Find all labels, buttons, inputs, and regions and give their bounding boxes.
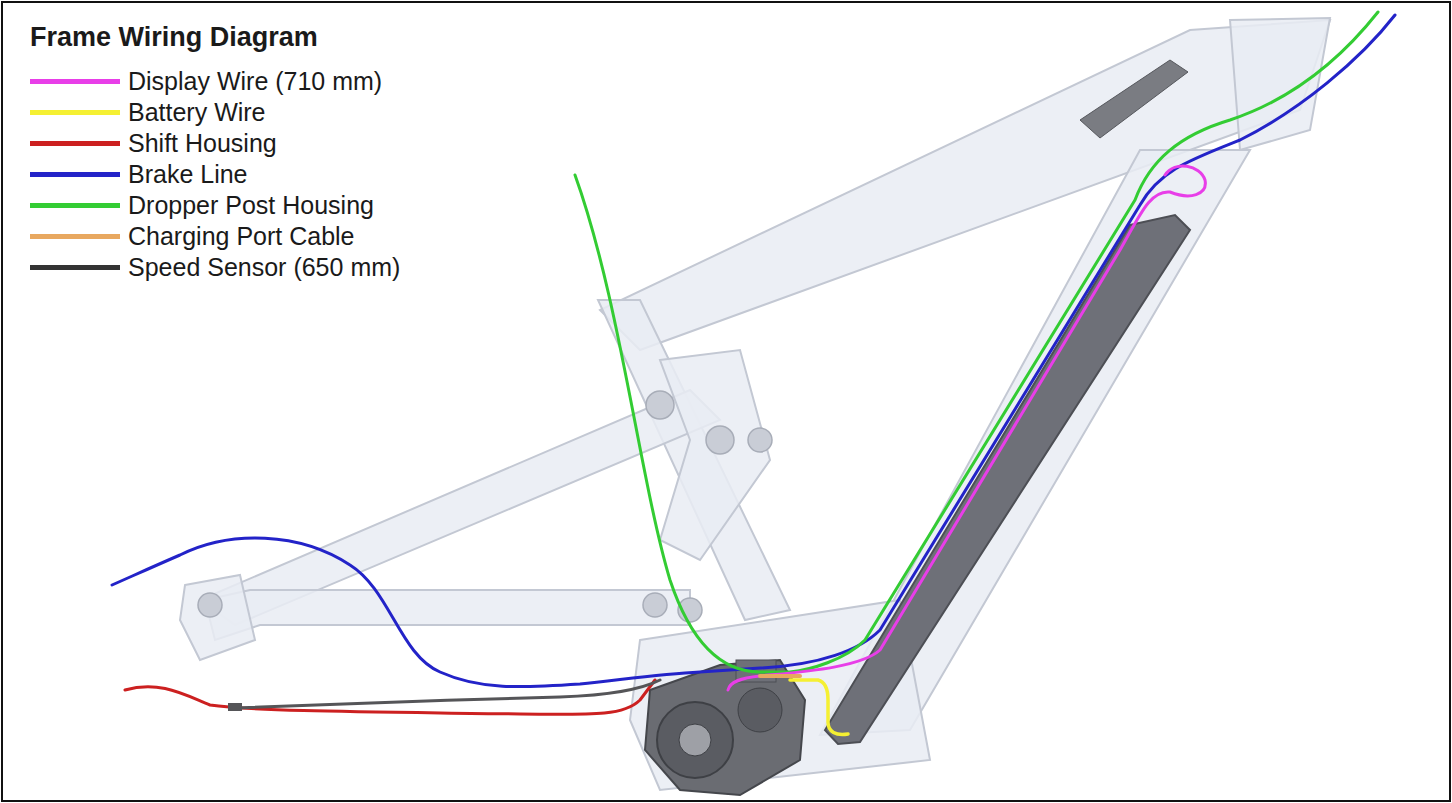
motor-body: [645, 660, 805, 795]
battery: [825, 215, 1190, 744]
legend-text: Dropper Post Housing: [128, 191, 374, 220]
legend-text: Display Wire (710 mm): [128, 67, 382, 96]
head-tube: [1230, 18, 1330, 150]
legend-swatch: [30, 110, 120, 115]
pivot: [706, 426, 734, 454]
legend-row: Shift Housing: [30, 128, 400, 159]
frame: [180, 18, 1330, 790]
display-wire: [728, 166, 1205, 690]
legend-text: Speed Sensor (650 mm): [128, 253, 400, 282]
speed-sensor: [228, 703, 242, 711]
chain-stay: [205, 590, 690, 640]
pivot: [643, 593, 667, 617]
legend-swatch: [30, 172, 120, 177]
rocker-link: [660, 350, 770, 560]
pivots: [198, 391, 772, 622]
pivot: [748, 428, 772, 452]
wires: [112, 12, 1395, 735]
motor: [645, 660, 805, 795]
diagram-title: Frame Wiring Diagram: [30, 22, 318, 53]
battery-wire: [790, 680, 848, 735]
motor-gear: [738, 688, 782, 732]
legend-text: Charging Port Cable: [128, 222, 355, 251]
motor-gear: [657, 702, 733, 778]
legend-swatch: [30, 234, 120, 239]
legend-text: Shift Housing: [128, 129, 277, 158]
speed-sensor-wire: [236, 680, 660, 708]
dropout: [180, 575, 255, 660]
display-unit: [1080, 60, 1188, 138]
legend-row: Dropper Post Housing: [30, 190, 400, 221]
legend-row: Speed Sensor (650 mm): [30, 252, 400, 283]
legend-swatch: [30, 141, 120, 146]
brake-line: [112, 15, 1395, 687]
legend-row: Charging Port Cable: [30, 221, 400, 252]
charging-port-cable: [760, 674, 800, 678]
legend-swatch: [30, 265, 120, 270]
legend-text: Brake Line: [128, 160, 248, 189]
legend-text: Battery Wire: [128, 98, 266, 127]
legend-row: Battery Wire: [30, 97, 400, 128]
legend: Display Wire (710 mm)Battery WireShift H…: [30, 66, 400, 283]
motor-axle: [679, 724, 711, 756]
legend-swatch: [30, 203, 120, 208]
legend-swatch: [30, 79, 120, 84]
legend-row: Brake Line: [30, 159, 400, 190]
legend-row: Display Wire (710 mm): [30, 66, 400, 97]
pivot: [198, 593, 222, 617]
pivot: [646, 391, 674, 419]
dropper-post-housing: [575, 12, 1378, 672]
